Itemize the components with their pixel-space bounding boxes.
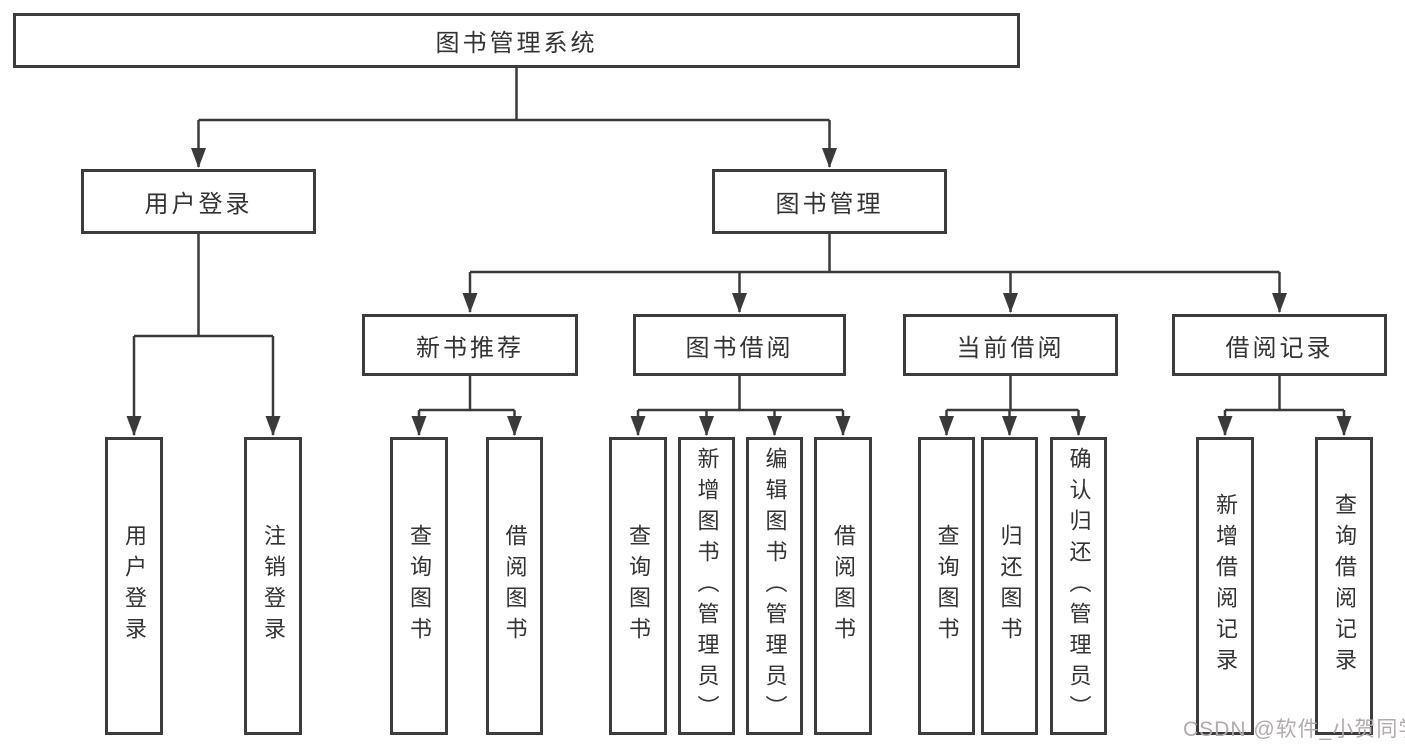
leaf-borrow-edit-books-admin: 编辑图书（管理员） <box>746 437 803 735</box>
leaf-records-add-record: 新增借阅记录 <box>1196 437 1254 735</box>
leaf-user-login: 用户登录 <box>105 437 163 735</box>
leaf-newbook-borrow-books: 借阅图书 <box>486 437 543 735</box>
leaf-current-return-books: 归还图书 <box>981 437 1038 735</box>
leaf-borrow-query-books: 查询图书 <box>609 437 667 735</box>
csdn-watermark: CSDN @软件_小贺同学 <box>1183 718 1405 741</box>
node-book-management: 图书管理 <box>712 169 947 234</box>
leaf-borrow-add-books-admin: 新增图书（管理员） <box>678 437 735 735</box>
leaf-newbook-query-books: 查询图书 <box>390 437 448 735</box>
leaf-current-query-books: 查询图书 <box>918 437 975 735</box>
node-new-book-recommend: 新书推荐 <box>362 314 578 376</box>
node-user-login: 用户登录 <box>81 169 316 234</box>
leaf-borrow-borrow-books: 借阅图书 <box>814 437 872 735</box>
node-library-management-system: 图书管理系统 <box>13 13 1020 68</box>
leaf-records-query-record: 查询借阅记录 <box>1315 437 1373 735</box>
connector-group <box>126 66 1352 436</box>
node-current-borrow: 当前借阅 <box>903 314 1118 376</box>
leaf-logout: 注销登录 <box>244 437 302 735</box>
leaf-current-confirm-return-admin: 确认归还（管理员） <box>1050 437 1107 735</box>
node-book-borrow: 图书借阅 <box>633 314 846 376</box>
node-borrow-records: 借阅记录 <box>1172 314 1387 376</box>
